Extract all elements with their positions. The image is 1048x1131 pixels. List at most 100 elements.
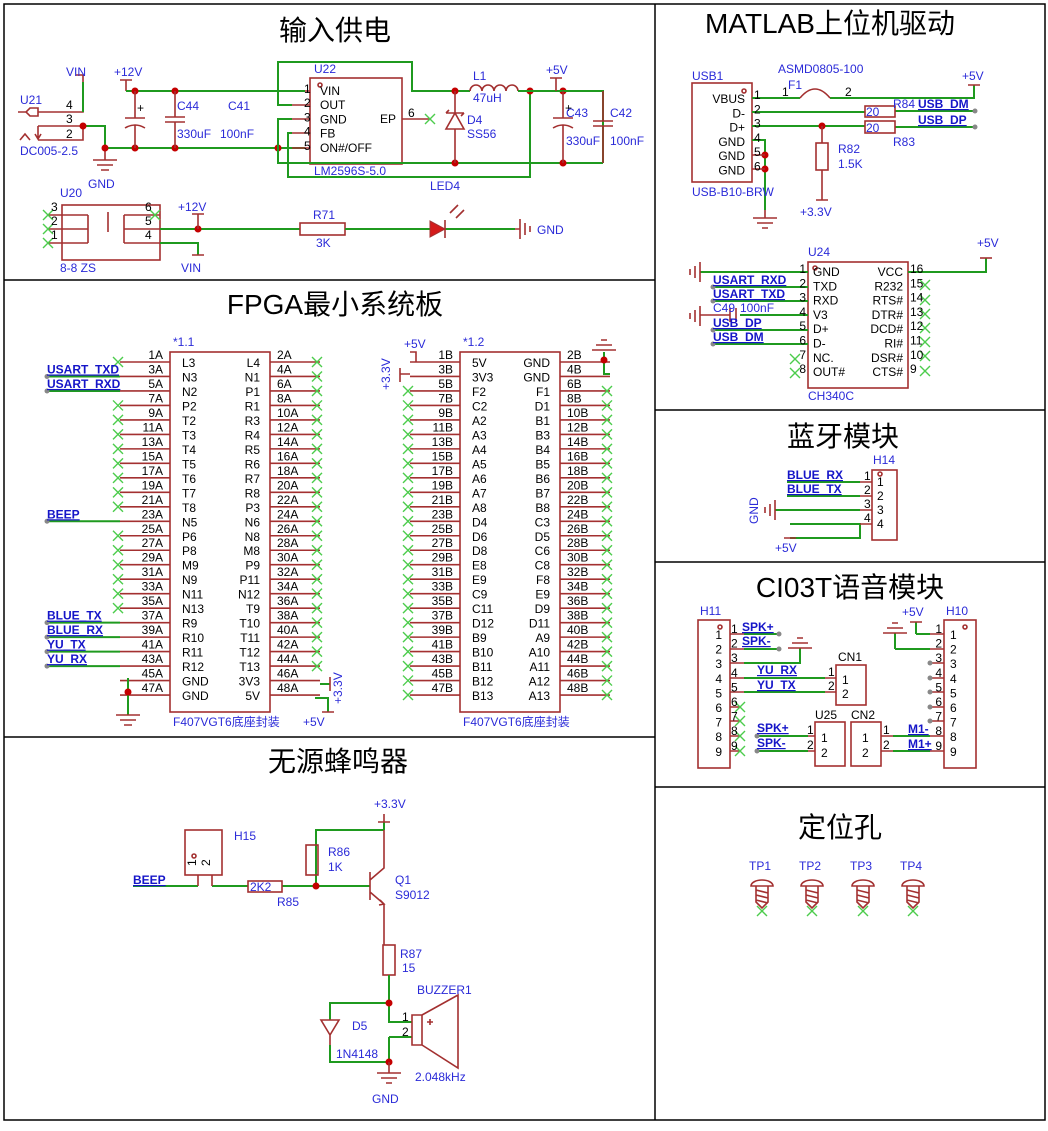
no-connect-marker <box>601 588 613 600</box>
h15-ref: H15 <box>234 829 256 843</box>
header-pin-number: 1B <box>438 348 453 362</box>
12v-label: +12V <box>178 200 206 214</box>
h11-pin-number: 9 <box>731 739 738 753</box>
5v-label: +5V <box>546 63 568 77</box>
no-connect-marker <box>311 530 323 542</box>
header-pin-number: 24B <box>567 507 588 521</box>
r87-ref: R87 <box>400 947 422 961</box>
u22-pin-number: 4 <box>304 125 311 139</box>
no-connect-marker <box>601 428 613 440</box>
cn2-body <box>850 721 882 767</box>
net-label: BLUE_TX <box>47 609 102 623</box>
net-port <box>44 634 50 640</box>
no-connect-marker <box>311 646 323 658</box>
header-pin-name: R5 <box>245 443 261 457</box>
u22-pin-label: OUT <box>320 98 346 112</box>
header-pin-name: T7 <box>182 486 196 500</box>
r86-ref: R86 <box>328 845 350 859</box>
no-connect-marker <box>112 399 124 411</box>
h15-body <box>184 829 223 876</box>
u24-pin-label: CTS# <box>872 365 903 379</box>
header-pin-name: N5 <box>182 515 198 529</box>
u20-body <box>61 204 161 261</box>
no-connect-marker <box>112 457 124 469</box>
c43-value: 330uF <box>566 134 600 148</box>
header-pin-number: 19B <box>432 478 453 492</box>
header-pin-name: B6 <box>535 472 550 486</box>
h11-pin-number: 1 <box>731 622 738 636</box>
no-connect-marker <box>601 675 613 687</box>
pin-label: 2 <box>821 746 828 760</box>
no-connect-marker <box>601 443 613 455</box>
u24-pin-number: 7 <box>799 348 806 362</box>
pin-label: 1 <box>842 673 849 687</box>
header-pin-number: 16B <box>567 449 588 463</box>
pin-number: 4 <box>864 511 871 525</box>
net-label: YU_RX <box>757 663 797 677</box>
header-pin-number: 39B <box>432 623 453 637</box>
header-pin-number: 11B <box>433 420 453 434</box>
no-connect-marker <box>601 486 613 498</box>
5v-label: +5V <box>902 605 924 619</box>
power-supply-circuit: + + <box>18 61 613 261</box>
header-pin-name: B9 <box>472 631 487 645</box>
net-label: USB_DP <box>918 113 967 127</box>
u20-part: 8-8 ZS <box>60 261 96 275</box>
u24-pin-number: 3 <box>799 291 806 305</box>
usb-pin-number: 1 <box>754 88 761 102</box>
no-connect-marker <box>311 472 323 484</box>
header-pin-name: B5 <box>535 457 550 471</box>
u24-pin-number: 8 <box>799 362 806 376</box>
header-pin-number: 18A <box>277 464 298 478</box>
r71-ref: R71 <box>313 208 335 222</box>
no-connect-marker <box>311 428 323 440</box>
header-pin-number: 19A <box>142 478 163 492</box>
no-connect-marker <box>112 559 124 571</box>
3v3-label: +3.3V <box>800 205 832 219</box>
header-pin-name: A10 <box>529 646 551 660</box>
header-pin-number: 2A <box>277 348 292 362</box>
q1-ref: Q1 <box>395 873 411 887</box>
header-pin-name: T8 <box>182 501 196 515</box>
tp-ref: TP4 <box>900 859 922 873</box>
header-pin-number: 2B <box>567 348 582 362</box>
header-pin-name: P1 <box>245 385 260 399</box>
f1-part: ASMD0805-100 <box>778 62 864 76</box>
section-title-power: 输入供电 <box>279 15 391 46</box>
usb-pin-label: GND <box>718 164 745 178</box>
header-pin-number: 36B <box>567 594 588 608</box>
no-connect-marker <box>601 530 613 542</box>
header-pin-number: 8B <box>567 391 582 405</box>
header-pin-number: 28B <box>567 536 588 550</box>
header-pin-number: 21B <box>432 493 453 507</box>
tp-ref: TP2 <box>799 859 821 873</box>
no-connect-marker <box>402 530 414 542</box>
header-pin-name: B13 <box>472 689 494 703</box>
header-pin-name: L4 <box>247 356 261 370</box>
pin-number: 6 <box>145 200 152 214</box>
pin-number: 2 <box>51 214 58 228</box>
no-connect-marker <box>857 905 869 917</box>
header-pin-name: 3V3 <box>472 370 494 384</box>
no-connect-marker <box>311 631 323 643</box>
header-pin-name: A3 <box>472 428 487 442</box>
no-connect-marker <box>402 559 414 571</box>
header-pin-name: T3 <box>182 428 196 442</box>
3v3-label: +3.3V <box>331 672 345 704</box>
pin-number: 4 <box>877 517 884 531</box>
pin-number: 2 <box>199 859 213 866</box>
h10-pin-label: 7 <box>950 716 957 730</box>
net-port <box>44 373 50 379</box>
usb-pin-label: GND <box>718 135 745 149</box>
header-pin-number: 48A <box>277 681 298 695</box>
header-pin-name: T5 <box>182 457 196 471</box>
section-title-fpga: FPGA最小系统板 <box>227 289 443 320</box>
bluetooth-circuit <box>764 469 898 541</box>
header-pin-number: 33B <box>432 580 453 594</box>
h11-pin-label: 4 <box>715 672 722 686</box>
c42-value: 100nF <box>610 134 644 148</box>
header-pin-number: 14B <box>567 435 588 449</box>
5v-label: +5V <box>775 541 797 555</box>
net-label: SPK- <box>757 736 786 750</box>
no-connect-marker <box>402 486 414 498</box>
